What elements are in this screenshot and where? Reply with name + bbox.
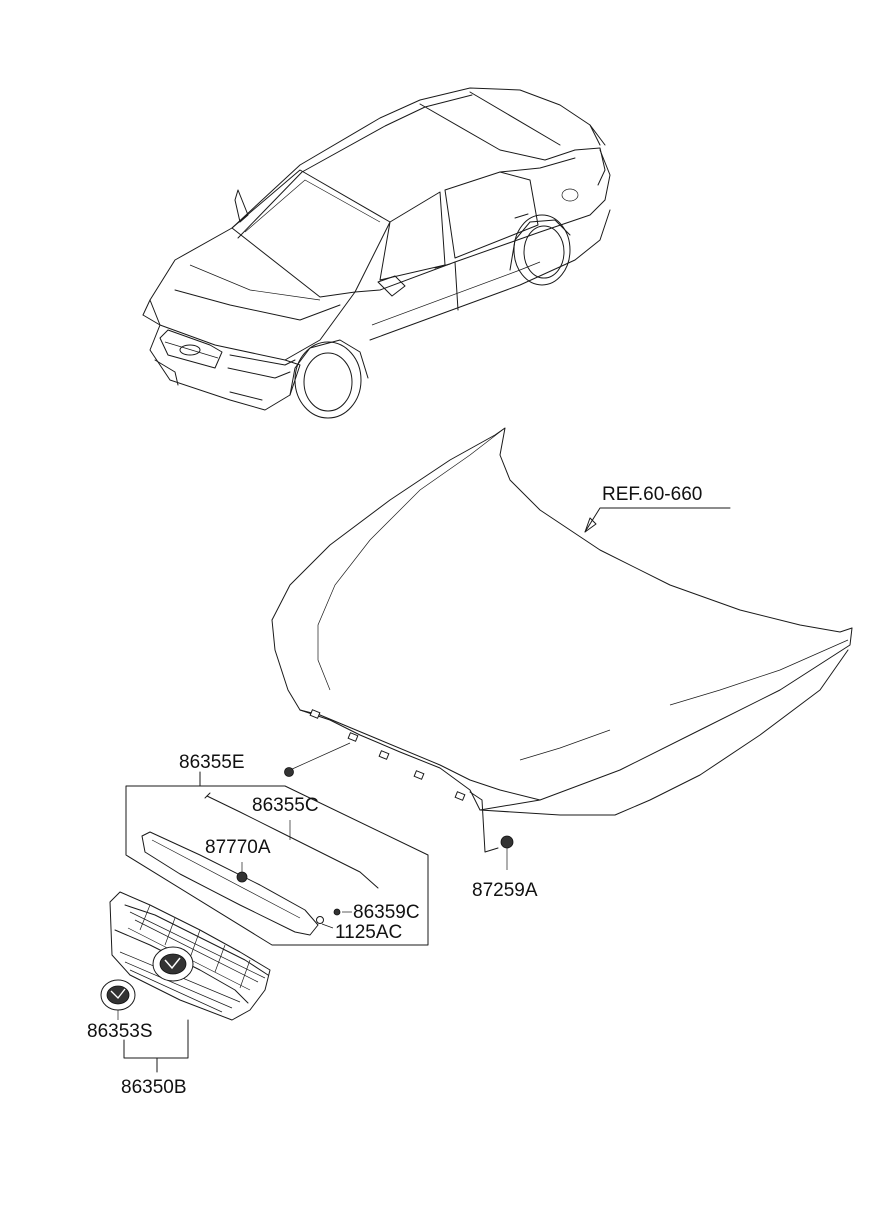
label-86353S: 86353S xyxy=(87,1021,153,1042)
emblem-86353S xyxy=(100,979,136,1020)
bumper-87259A xyxy=(469,791,514,870)
hood-panel xyxy=(271,427,853,816)
label-87259A: 87259A xyxy=(472,880,538,901)
label-ref: REF.60-660 xyxy=(602,484,702,505)
label-86355C: 86355C xyxy=(252,795,319,816)
car-illustration xyxy=(142,87,611,419)
label-87770A: 87770A xyxy=(205,837,271,858)
bracket-86350B xyxy=(123,1019,189,1059)
label-86355E: 86355E xyxy=(179,752,245,773)
label-86350B: 86350B xyxy=(121,1077,187,1098)
moulding-assy xyxy=(125,742,429,946)
label-86359C: 86359C xyxy=(353,902,420,923)
radiator-grille xyxy=(109,891,271,1021)
label-1125AC: 1125AC xyxy=(335,922,402,943)
